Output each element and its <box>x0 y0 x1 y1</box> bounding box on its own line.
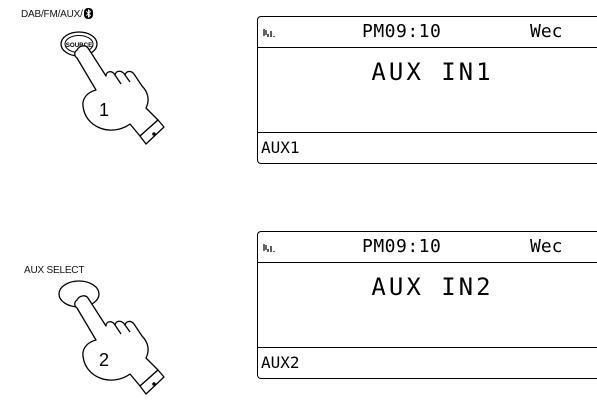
pointing-hand-icon <box>75 296 164 394</box>
lcd-bottom-text: AUX1 <box>261 138 300 157</box>
lcd-main-area: AUX IN2 <box>258 263 597 348</box>
lcd-day: Wec <box>530 21 563 42</box>
step-2-number: 2 <box>99 350 109 370</box>
lcd-main-area: AUX IN1 <box>258 48 597 133</box>
step-2-illustration: 2 <box>30 274 180 406</box>
step-1-illustration: SOURCE 1 <box>30 24 180 154</box>
lcd-bottom-area: AUX2 <box>258 348 597 378</box>
pointing-hand-icon <box>75 46 164 144</box>
lcd-time: PM09:10 <box>362 236 441 257</box>
lcd-bottom-text: AUX2 <box>261 353 300 372</box>
lcd-status-bar: PM09:10 Wec <box>258 17 597 48</box>
step-1-number: 1 <box>99 100 109 120</box>
lcd-display-step-1: PM09:10 Wec AUX IN1 AUX1 <box>257 16 597 164</box>
lcd-main-text: AUX IN1 <box>258 58 597 86</box>
signal-strength-icon <box>263 239 277 258</box>
bluetooth-icon <box>84 8 93 22</box>
lcd-day: Wec <box>530 236 563 257</box>
lcd-display-step-2: PM09:10 Wec AUX IN2 AUX2 <box>257 231 597 379</box>
lcd-bottom-area: AUX1 <box>258 133 597 163</box>
source-button-label: DAB/FM/AUX/ <box>21 8 93 22</box>
signal-strength-icon <box>263 24 277 43</box>
lcd-main-text: AUX IN2 <box>258 273 597 301</box>
source-button-label-text: DAB/FM/AUX/ <box>21 9 83 20</box>
lcd-status-bar: PM09:10 Wec <box>258 232 597 263</box>
lcd-time: PM09:10 <box>362 21 441 42</box>
